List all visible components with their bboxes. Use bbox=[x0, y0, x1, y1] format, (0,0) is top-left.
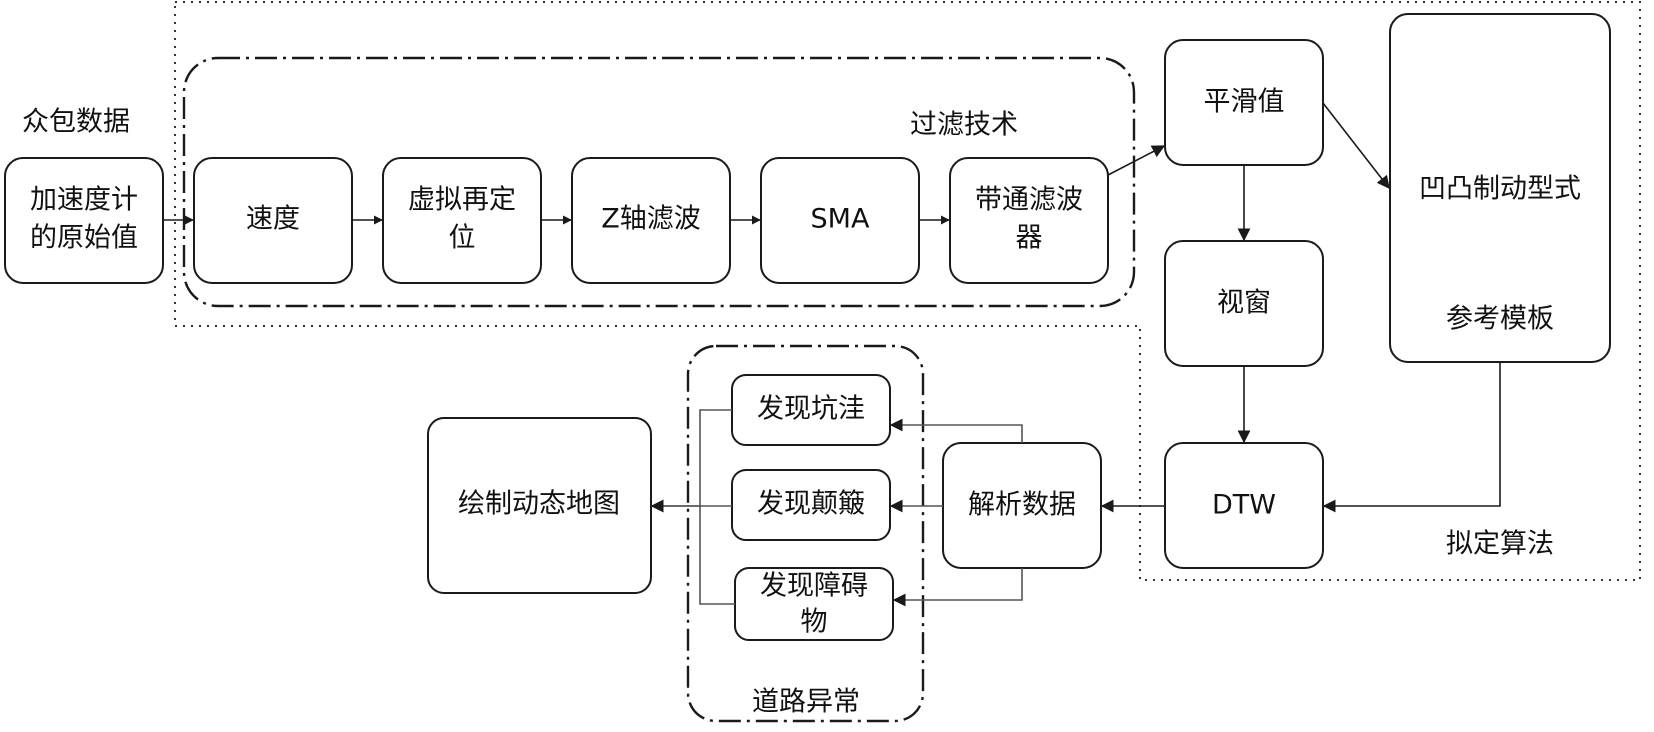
bump-node: 发现颠簸 bbox=[731, 469, 891, 541]
node-line: 发现障碍 bbox=[760, 571, 868, 602]
node-line: 视窗 bbox=[1217, 288, 1271, 319]
obstacle-node: 发现障碍 物 bbox=[734, 567, 894, 641]
edge-template-to-dtw bbox=[1322, 362, 1501, 513]
node-line: 解析数据 bbox=[968, 490, 1076, 521]
edge-bandpass-to-smooth bbox=[1107, 145, 1166, 176]
edge-parse-to-pothole bbox=[889, 418, 1023, 443]
node-line: 器 bbox=[1016, 223, 1043, 254]
bandpass-filter-node: 带通滤波 器 bbox=[949, 157, 1109, 284]
crowdsourcing-group-outline bbox=[174, 1, 1641, 581]
node-line: DTW bbox=[1212, 490, 1276, 521]
crowdsourcing-label: 众包数据 bbox=[22, 107, 130, 138]
node-line: 位 bbox=[449, 223, 476, 254]
edge-obstacle-to-map bbox=[699, 506, 735, 605]
node-line: Z轴滤波 bbox=[601, 204, 701, 235]
z-axis-filter-node: Z轴滤波 bbox=[571, 157, 731, 284]
edge-parse-to-obstacle bbox=[892, 568, 1023, 607]
virtual-relocation-node: 虚拟再定 位 bbox=[382, 157, 542, 284]
filtering-group-outline bbox=[182, 56, 1136, 308]
node-line: 物 bbox=[801, 607, 828, 638]
pothole-node: 发现坑洼 bbox=[731, 374, 891, 446]
algorithm-label: 拟定算法 bbox=[1446, 529, 1554, 560]
node-line: 发现颠簸 bbox=[757, 489, 865, 520]
node-line: 发现坑洼 bbox=[757, 394, 865, 425]
node-line: 带通滤波 bbox=[975, 185, 1083, 216]
node-line: 凹凸制动型式 bbox=[1419, 174, 1581, 205]
road-anomaly-label: 道路异常 bbox=[752, 687, 860, 718]
node-line: 的原始值 bbox=[30, 223, 138, 254]
edge-pothole-to-map bbox=[650, 409, 732, 513]
parse-data-node: 解析数据 bbox=[942, 442, 1102, 569]
node-line: SMA bbox=[811, 204, 870, 235]
raw-accelerometer-node: 加速度计 的原始值 bbox=[4, 157, 164, 284]
dtw-node: DTW bbox=[1164, 442, 1324, 569]
filtering-label: 过滤技术 bbox=[910, 110, 1018, 141]
reference-template-node: 凹凸制动型式 参考模板 bbox=[1389, 13, 1611, 363]
dynamic-map-node: 绘制动态地图 bbox=[427, 417, 652, 594]
speed-node: 速度 bbox=[193, 157, 353, 284]
node-line: 虚拟再定 bbox=[408, 185, 516, 216]
node-line: 速度 bbox=[246, 204, 300, 235]
node-line: 绘制动态地图 bbox=[458, 489, 620, 520]
node-line: 参考模板 bbox=[1446, 304, 1554, 335]
smoothed-value-node: 平滑值 bbox=[1164, 39, 1324, 166]
window-node: 视窗 bbox=[1164, 240, 1324, 367]
edge-smooth-to-template bbox=[1322, 102, 1390, 190]
sma-node: SMA bbox=[760, 157, 920, 284]
road-anomaly-group-outline bbox=[686, 344, 925, 723]
node-line: 加速度计 bbox=[30, 185, 138, 216]
node-line: 平滑值 bbox=[1204, 87, 1285, 118]
